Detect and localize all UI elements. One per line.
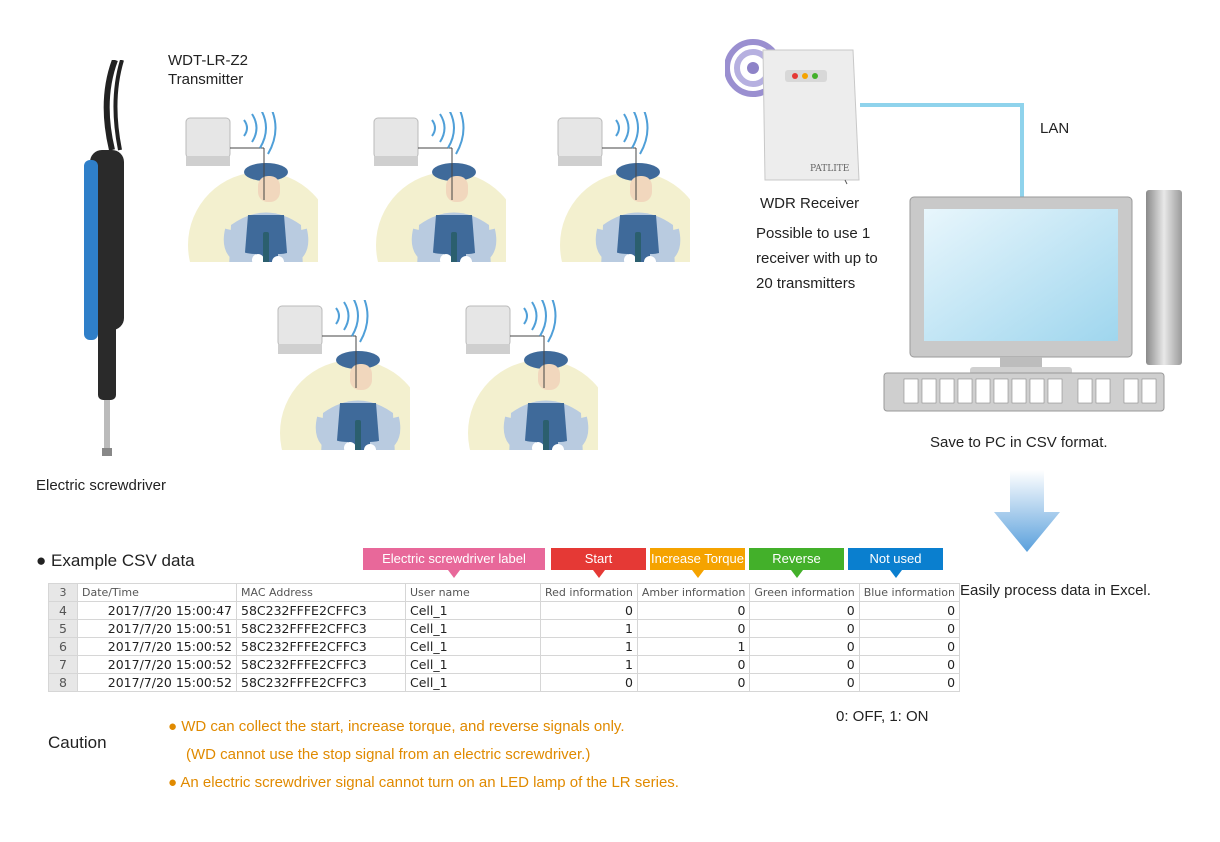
- row-number: 4: [48, 601, 78, 620]
- table-row: 6 2017/7/20 15:00:52 58C232FFFE2CFFC3 Ce…: [48, 637, 961, 656]
- tag-pointers: [448, 570, 902, 578]
- pc-illustration: [883, 190, 1182, 412]
- header-cell: Blue information: [858, 583, 961, 602]
- cell-user: Cell_1: [405, 673, 541, 692]
- tag-screwdriver-label: Electric screwdriver label: [363, 548, 545, 570]
- workstation-4: [260, 300, 410, 450]
- cell-green: 0: [749, 619, 860, 638]
- screwdriver-label: Electric screwdriver: [36, 477, 167, 494]
- tag-increase-torque: Increase Torque: [650, 548, 745, 570]
- receiver-note-line-3: 20 transmitters: [756, 274, 856, 292]
- receiver-label: WDR Receiver: [760, 195, 860, 212]
- cell-date: 2017/7/20 15:00:52: [77, 637, 237, 656]
- cell-mac: 58C232FFFE2CFFC3: [236, 673, 406, 692]
- cell-amber: 0: [636, 619, 751, 638]
- caution-title: Caution: [48, 733, 107, 752]
- workstation-2: [356, 112, 506, 262]
- transmitter-text: Transmitter: [168, 70, 244, 88]
- cell-mac: 58C232FFFE2CFFC3: [236, 637, 406, 656]
- table-row: 5 2017/7/20 15:00:51 58C232FFFE2CFFC3 Ce…: [48, 619, 961, 638]
- cell-red: 0: [540, 673, 638, 692]
- cell-blue: 0: [858, 637, 961, 656]
- cell-blue: 0: [858, 619, 961, 638]
- cell-red: 1: [540, 637, 638, 656]
- cell-date: 2017/7/20 15:00:51: [77, 619, 237, 638]
- table-row: 8 2017/7/20 15:00:52 58C232FFFE2CFFC3 Ce…: [48, 673, 961, 692]
- cell-amber: 0: [636, 655, 751, 674]
- cell-blue: 0: [858, 601, 961, 620]
- cell-user: Cell_1: [405, 655, 541, 674]
- tag-start: Start: [551, 548, 646, 570]
- table-row: 4 2017/7/20 15:00:47 58C232FFFE2CFFC3 Ce…: [48, 601, 961, 620]
- cell-green: 0: [749, 637, 860, 656]
- cell-date: 2017/7/20 15:00:52: [77, 655, 237, 674]
- cell-mac: 58C232FFFE2CFFC3: [236, 655, 406, 674]
- save-label: Save to PC in CSV format.: [930, 434, 1108, 451]
- transmitter-model: WDT-LR-Z2: [168, 52, 248, 69]
- cell-amber: 0: [636, 673, 751, 692]
- workstation-3: [540, 112, 690, 262]
- cell-mac: 58C232FFFE2CFFC3: [236, 619, 406, 638]
- receiver-brand: PATLITE: [810, 164, 850, 174]
- row-number: 5: [48, 619, 78, 638]
- csv-title-text: Example CSV data: [51, 551, 195, 570]
- caution-line-2: (WD cannot use the stop signal from an e…: [186, 746, 591, 763]
- screwdriver-illustration: [84, 60, 124, 456]
- cell-date: 2017/7/20 15:00:52: [77, 673, 237, 692]
- lan-cable: [860, 103, 1024, 199]
- cell-red: 0: [540, 601, 638, 620]
- receiver-illustration: [725, 39, 860, 185]
- workstation-5: [448, 300, 598, 450]
- transmitter-label: WDT-LR-Z2 Transmitter: [168, 52, 248, 90]
- tag-not-used: Not used: [848, 548, 943, 570]
- excel-label: Easily process data in Excel.: [960, 582, 1151, 599]
- header-cell: User name: [405, 583, 541, 602]
- cell-mac: 58C232FFFE2CFFC3: [236, 601, 406, 620]
- cell-amber: 0: [636, 601, 751, 620]
- down-arrow-icon: [994, 470, 1060, 552]
- cell-green: 0: [749, 601, 860, 620]
- cell-blue: 0: [858, 655, 961, 674]
- receiver-note: Possible to use 1 receiver with up to 20…: [756, 222, 878, 296]
- header-cell: Date/Time: [77, 583, 237, 602]
- tag-reverse: Reverse: [749, 548, 844, 570]
- cell-user: Cell_1: [405, 619, 541, 638]
- receiver-note-line-1: Possible to use 1: [756, 225, 871, 242]
- caution-line-3: ● An electric screwdriver signal cannot …: [168, 774, 679, 791]
- csv-legend: 0: OFF, 1: ON: [836, 708, 929, 725]
- cell-amber: 1: [636, 637, 751, 656]
- cell-blue: 0: [858, 673, 961, 692]
- header-cell: Green information: [749, 583, 860, 602]
- cell-red: 1: [540, 619, 638, 638]
- row-number: 3: [48, 583, 78, 602]
- workstation-1: [168, 112, 318, 262]
- header-cell: Amber information: [636, 583, 751, 602]
- receiver-note-line-2: receiver with up to: [756, 249, 878, 267]
- csv-header-row: 3 Date/Time MAC Address User name Red in…: [48, 583, 961, 602]
- cell-user: Cell_1: [405, 637, 541, 656]
- header-cell: MAC Address: [236, 583, 406, 602]
- row-number: 6: [48, 637, 78, 656]
- cell-date: 2017/7/20 15:00:47: [77, 601, 237, 620]
- cell-user: Cell_1: [405, 601, 541, 620]
- cell-green: 0: [749, 673, 860, 692]
- cell-green: 0: [749, 655, 860, 674]
- csv-table: 3 Date/Time MAC Address User name Red in…: [48, 583, 961, 692]
- row-number: 7: [48, 655, 78, 674]
- lan-label: LAN: [1040, 120, 1070, 137]
- row-number: 8: [48, 673, 78, 692]
- cell-red: 1: [540, 655, 638, 674]
- csv-title: ● Example CSV data: [36, 551, 195, 570]
- caution-line-1: ● WD can collect the start, increase tor…: [168, 718, 625, 735]
- header-cell: Red information: [540, 583, 638, 602]
- table-row: 7 2017/7/20 15:00:52 58C232FFFE2CFFC3 Ce…: [48, 655, 961, 674]
